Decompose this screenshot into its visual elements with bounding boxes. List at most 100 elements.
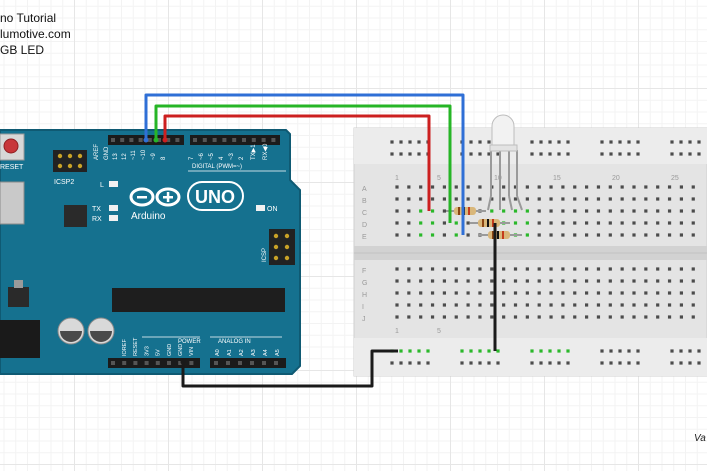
rail-hole bbox=[478, 152, 482, 156]
breadboard-hole bbox=[679, 303, 683, 307]
breadboard-hole bbox=[596, 291, 601, 295]
red-wire[interactable] bbox=[163, 114, 431, 211]
breadboard-hole bbox=[608, 185, 612, 189]
rail-hole bbox=[679, 361, 683, 365]
rail-hole bbox=[399, 361, 403, 365]
breadboard-hole bbox=[679, 197, 683, 201]
bottom-power-rail bbox=[354, 338, 707, 376]
breadboard-hole bbox=[620, 303, 624, 307]
reset-label: RESET bbox=[0, 164, 24, 171]
rail-hole bbox=[487, 140, 491, 144]
breadboard-hole bbox=[561, 303, 565, 307]
header-hole bbox=[274, 361, 278, 365]
breadboard-hole bbox=[667, 267, 672, 271]
breadboard-hole bbox=[656, 233, 660, 237]
breadboard-hole bbox=[656, 185, 660, 189]
breadboard-hole bbox=[442, 221, 446, 225]
breadboard-hole bbox=[632, 185, 636, 189]
blue-wire[interactable] bbox=[144, 93, 465, 235]
digital-header-label: DIGITAL (PWM=~) bbox=[192, 164, 242, 170]
icsp2-pins bbox=[57, 153, 83, 169]
breadboard-hole bbox=[442, 209, 446, 213]
breadboard-hole bbox=[549, 197, 553, 201]
icsp-pin bbox=[273, 233, 279, 239]
breadboard-hole bbox=[656, 303, 660, 307]
breadboard-hole bbox=[679, 185, 683, 189]
header-hole bbox=[250, 361, 254, 365]
rail-hole bbox=[618, 152, 622, 156]
header-hole bbox=[189, 361, 194, 365]
breadboard-hole bbox=[608, 233, 612, 237]
reset-button[interactable] bbox=[3, 138, 19, 154]
breadboard-hole bbox=[573, 279, 577, 283]
breadboard-hole bbox=[632, 315, 636, 319]
breadboard-hole bbox=[585, 267, 589, 271]
resistor-2-band-3 bbox=[492, 219, 494, 227]
icsp2-pin bbox=[77, 153, 83, 159]
breadboard-hole bbox=[573, 233, 577, 237]
rail-hole bbox=[539, 152, 543, 156]
top-pin-label: ~11 bbox=[131, 150, 137, 160]
blue-wire-end-pin bbox=[143, 137, 149, 143]
rail-hole bbox=[679, 152, 683, 156]
rail-hole bbox=[618, 361, 622, 365]
breadboard-hole bbox=[585, 197, 589, 201]
breadboard-hole bbox=[502, 185, 506, 189]
rail-hole bbox=[600, 152, 604, 156]
breadboard-hole bbox=[395, 209, 399, 213]
rail-hole bbox=[688, 361, 692, 365]
green-wire[interactable] bbox=[154, 104, 452, 223]
led-tx bbox=[109, 205, 118, 211]
breadboard-hole bbox=[525, 197, 529, 201]
breadboard-hole bbox=[502, 315, 506, 319]
breadboard-hole bbox=[419, 279, 423, 283]
breadboard-hole bbox=[454, 221, 458, 225]
breadboard-hole bbox=[513, 315, 518, 319]
led-leg-bends bbox=[487, 195, 523, 211]
logo-minus bbox=[137, 196, 147, 199]
breadboard-hole bbox=[561, 291, 565, 295]
breadboard-hole bbox=[691, 267, 695, 271]
breadboard-hole bbox=[407, 185, 411, 189]
breadboard-hole bbox=[407, 209, 411, 213]
arduino-pcb bbox=[0, 129, 301, 375]
breadboard-hole bbox=[513, 197, 518, 201]
rail-hole bbox=[636, 349, 640, 353]
breadboard-hole bbox=[573, 221, 577, 225]
icsp-pin bbox=[284, 244, 290, 250]
rail-hole bbox=[600, 140, 604, 144]
breadboard-hole bbox=[454, 197, 458, 201]
rail-hole bbox=[566, 361, 570, 365]
rail-hole bbox=[697, 361, 701, 365]
breadboard-hole bbox=[656, 291, 660, 295]
ground-wire-arduino[interactable] bbox=[181, 349, 398, 388]
rail-hole bbox=[600, 361, 604, 365]
analog-pin-label: A1 bbox=[227, 349, 233, 356]
breadboard-hole bbox=[513, 279, 518, 283]
rail-hole bbox=[609, 361, 613, 365]
breadboard-hole bbox=[573, 267, 577, 271]
header-hole bbox=[222, 138, 227, 142]
breadboard-hole bbox=[656, 209, 660, 213]
breadboard-hole bbox=[442, 267, 446, 271]
regulator-tab bbox=[14, 280, 23, 288]
breadboard-hole bbox=[466, 315, 470, 319]
breadboard-hole bbox=[656, 279, 660, 283]
header-hole bbox=[261, 138, 266, 142]
rail-hole bbox=[566, 152, 570, 156]
breadboard-hole bbox=[442, 315, 446, 319]
breadboard-hole bbox=[395, 221, 399, 225]
breadboard-hole bbox=[407, 303, 411, 307]
breadboard-hole bbox=[691, 233, 695, 237]
title-line-2: lumotive.com bbox=[0, 27, 71, 41]
top-pin-label: 12 bbox=[122, 153, 128, 160]
rail-hole bbox=[609, 349, 613, 353]
breadboard-hole bbox=[407, 315, 411, 319]
led-on bbox=[256, 205, 265, 211]
row-label-i: I bbox=[362, 304, 364, 311]
breadboard-hole bbox=[430, 303, 435, 307]
rail-hole bbox=[670, 140, 674, 144]
rail-hole bbox=[408, 152, 412, 156]
breadboard-hole bbox=[620, 279, 624, 283]
credit-text: Va bbox=[694, 433, 706, 444]
